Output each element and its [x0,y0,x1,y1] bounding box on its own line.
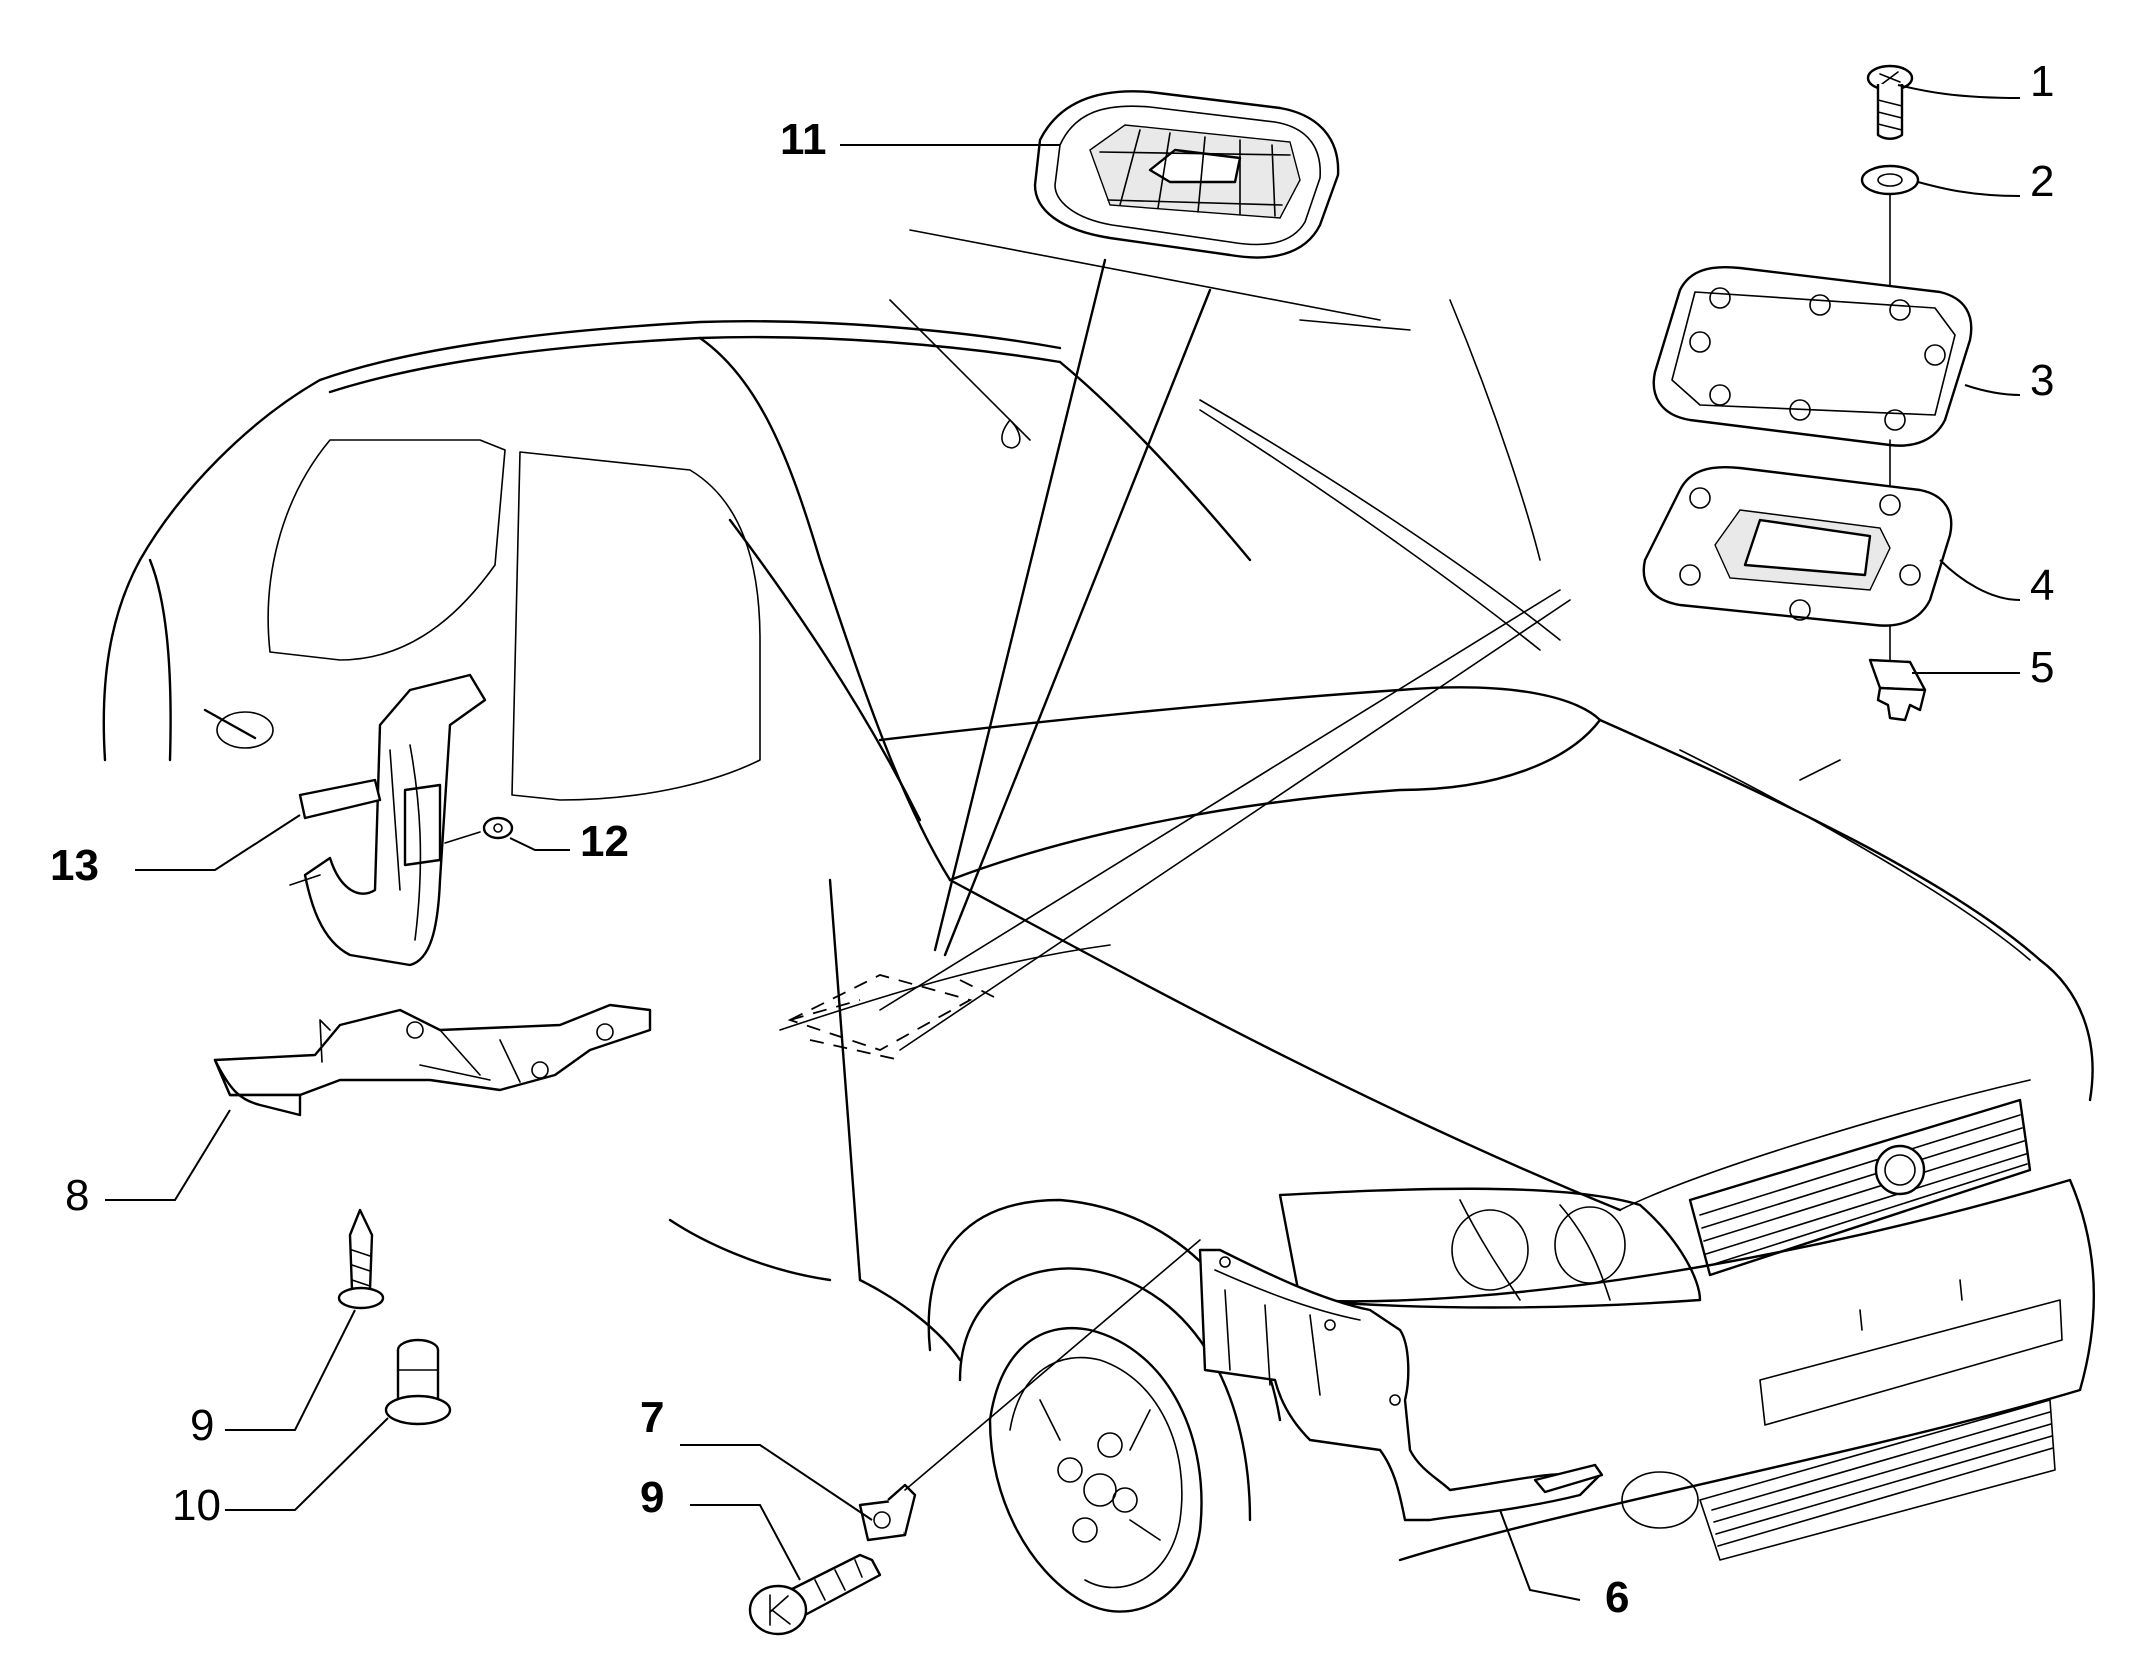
part-6-liner [1198,1248,1604,1522]
part-13-shield [289,673,487,967]
part-7-clip [858,1239,1201,1542]
callout-11: 11 [780,115,827,164]
callout-labels: 1 2 3 4 5 6 7 8 9 9 10 11 12 13 [50,57,2054,1622]
callout-2: 2 [2030,157,2054,206]
part-9-screw-bottom [748,1553,882,1636]
callout-9-left: 9 [190,1401,214,1450]
part-3-gasket-plate [1652,266,1973,491]
part-9-bolt-left [337,1208,385,1310]
part-12-nut [444,816,514,844]
callout-4: 4 [2030,561,2054,610]
part-11-cover [1033,90,1340,259]
callout-13: 13 [50,841,99,890]
part-5-clip [1868,658,1927,722]
part-10-grommet [384,1338,452,1426]
callout-7: 7 [640,1393,664,1442]
part-2-washer [1860,164,1920,291]
callout-8: 8 [65,1171,89,1220]
part-8-underbody-panel [213,1003,652,1117]
callout-3: 3 [2030,356,2054,405]
callout-6: 6 [1605,1573,1629,1622]
part-4-seal-frame [1642,466,1953,666]
part-1-screw [1866,64,1914,140]
callout-9-bottom: 9 [640,1473,664,1522]
callout-10: 10 [172,1481,221,1530]
car-body-outline [102,229,2096,1613]
callout-1: 1 [2030,57,2054,106]
callout-12: 12 [580,817,629,866]
leader-lines [105,84,2021,1601]
callout-5: 5 [2030,643,2054,692]
